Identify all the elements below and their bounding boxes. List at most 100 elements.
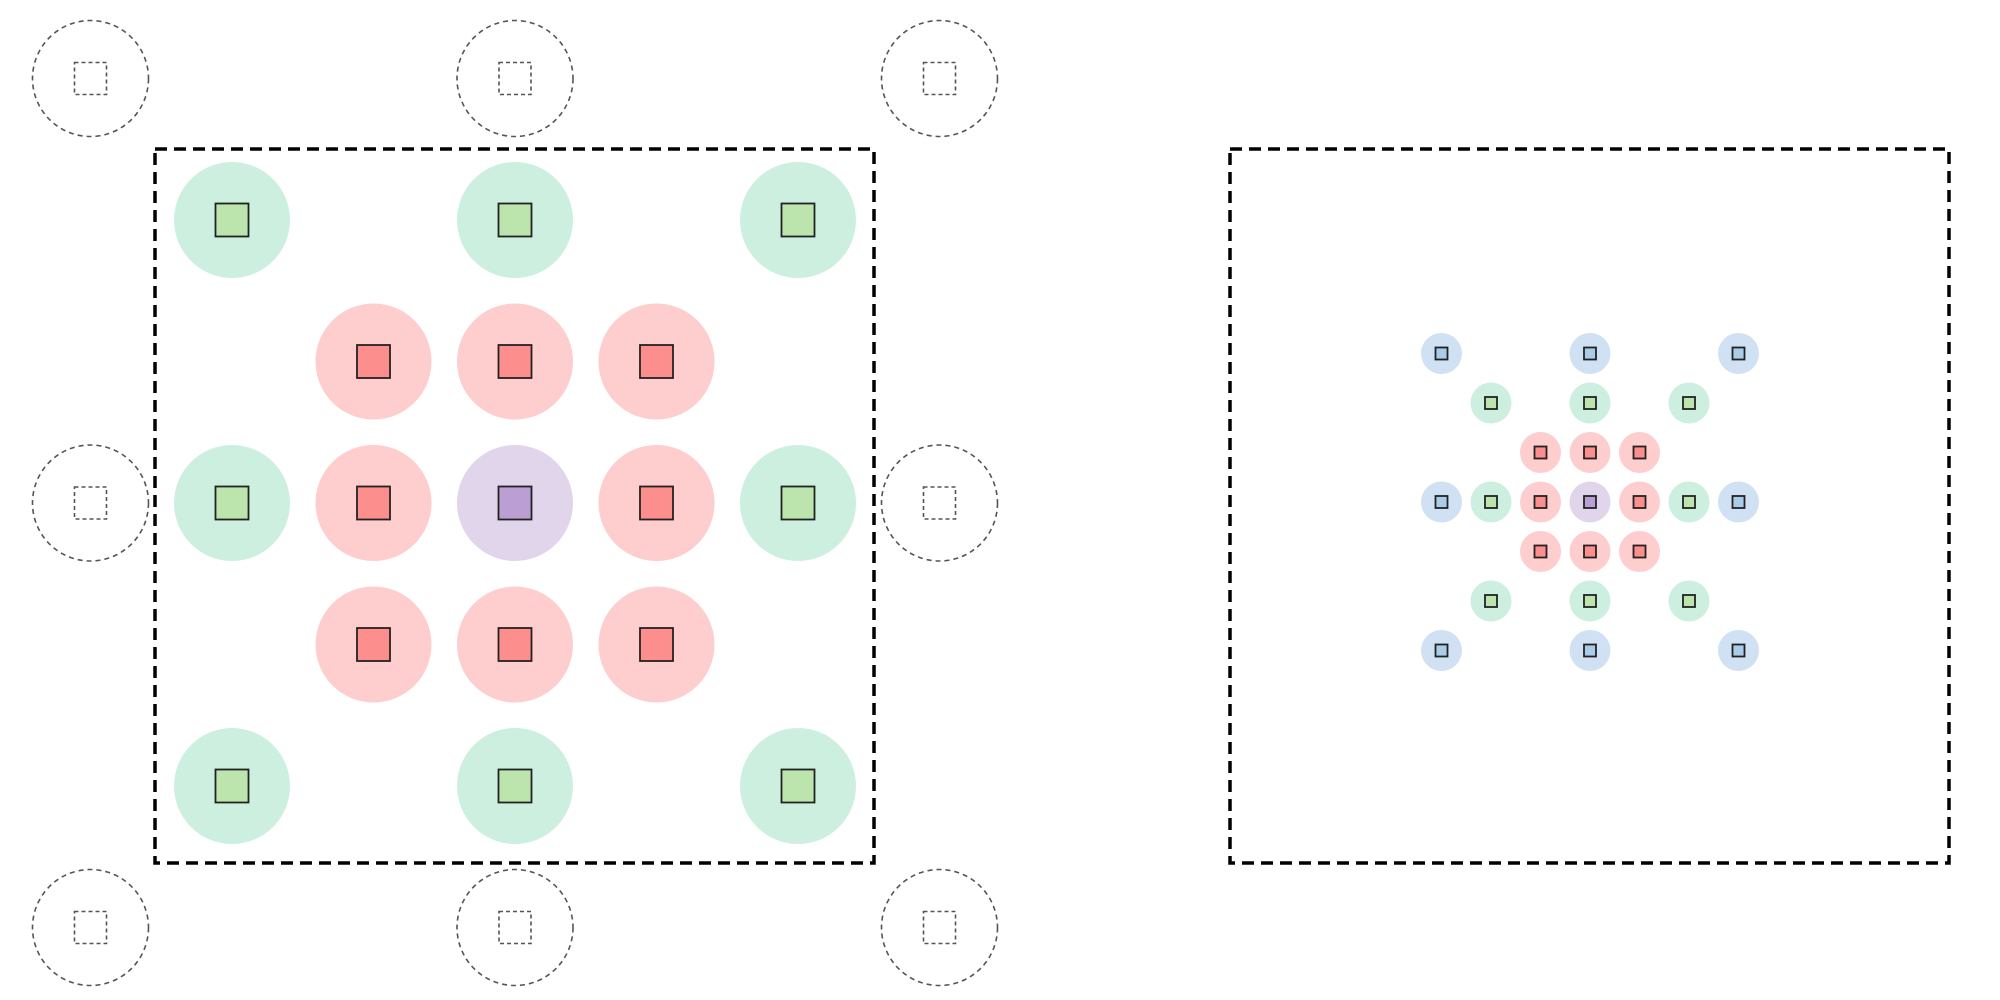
inner-node	[1520, 481, 1561, 523]
ghost-circle	[456, 868, 574, 987]
outer-node	[1421, 333, 1462, 374]
inner-square	[1583, 544, 1597, 559]
ghost-square	[73, 486, 108, 520]
ghost-square	[922, 486, 957, 520]
middle-node	[1569, 382, 1611, 424]
middle-node	[1668, 481, 1710, 523]
ghost-node	[31, 444, 150, 562]
middle-square	[214, 485, 250, 521]
middle-square	[1583, 396, 1597, 410]
ghost-square	[73, 910, 108, 945]
middle-square	[1682, 594, 1696, 608]
center-node	[1569, 481, 1611, 523]
middle-square	[497, 202, 533, 238]
inner-node	[1619, 531, 1660, 572]
inner-node	[315, 586, 432, 703]
ghost-node	[880, 868, 999, 987]
middle-square	[1484, 594, 1498, 608]
ghost-node	[456, 19, 574, 138]
middle-square	[780, 768, 816, 804]
inner-square	[1632, 495, 1647, 509]
inner-square	[639, 627, 674, 662]
outer-node	[1421, 630, 1462, 671]
inner-square	[1533, 495, 1548, 509]
inner-square	[1632, 544, 1647, 559]
outer-square	[1434, 346, 1449, 361]
outer-node	[1569, 630, 1611, 671]
ghost-node	[31, 868, 150, 987]
center-square	[497, 485, 533, 521]
inner-square	[497, 344, 533, 379]
inner-node	[1619, 432, 1660, 473]
ghost-square	[922, 61, 957, 96]
middle-square	[780, 202, 816, 238]
ghost-node	[456, 868, 574, 987]
middle-square	[780, 485, 816, 521]
middle-node	[740, 162, 856, 278]
inner-node	[1569, 432, 1611, 473]
ghost-node	[31, 19, 150, 138]
middle-square	[1484, 495, 1498, 509]
ghost-circle	[31, 19, 150, 138]
middle-node	[1668, 580, 1710, 622]
middle-node	[1470, 382, 1512, 424]
inner-node	[457, 303, 573, 420]
inner-node	[1569, 531, 1611, 572]
outer-node	[1718, 333, 1759, 374]
inner-node	[1520, 432, 1561, 473]
ghost-node	[880, 19, 999, 138]
right-panel	[1228, 147, 1951, 865]
inner-square	[1533, 544, 1548, 559]
inner-square	[497, 627, 533, 662]
middle-square	[1583, 594, 1597, 608]
middle-node	[174, 162, 290, 278]
middle-square	[1682, 495, 1696, 509]
middle-node	[1470, 481, 1512, 523]
outer-square	[1583, 643, 1597, 658]
ghost-circle	[456, 19, 574, 138]
outer-square	[1731, 643, 1746, 658]
ghost-square	[498, 61, 532, 96]
inner-square	[639, 344, 674, 379]
outer-node	[1718, 630, 1759, 671]
inner-node	[598, 586, 715, 703]
inner-node	[1520, 531, 1561, 572]
inner-node	[315, 303, 432, 420]
inner-node	[1619, 481, 1660, 523]
inner-square	[639, 485, 674, 521]
outer-square	[1434, 643, 1449, 658]
middle-node	[1470, 580, 1512, 622]
ghost-square	[498, 910, 532, 945]
ghost-circle	[31, 444, 150, 562]
ghost-circle	[880, 19, 999, 138]
middle-node	[740, 728, 856, 844]
center-square	[1583, 495, 1597, 509]
middle-square	[214, 202, 250, 238]
right-frame	[1228, 147, 1951, 865]
inner-node	[315, 445, 432, 561]
inner-node	[457, 586, 573, 703]
middle-node	[740, 445, 856, 561]
ghost-circle	[880, 868, 999, 987]
outer-square	[1731, 346, 1746, 361]
inner-square	[1583, 445, 1597, 460]
outer-square	[1583, 346, 1597, 361]
middle-square	[497, 768, 533, 804]
inner-square	[1533, 445, 1548, 460]
middle-node	[174, 445, 290, 561]
ghost-circle	[31, 868, 150, 987]
middle-square	[1484, 396, 1498, 410]
middle-node	[1569, 580, 1611, 622]
outer-node	[1718, 481, 1759, 523]
ghost-node	[880, 444, 999, 562]
outer-square	[1731, 495, 1746, 509]
inner-square	[356, 627, 391, 662]
ghost-square	[922, 910, 957, 945]
inner-node	[598, 445, 715, 561]
center-node	[457, 445, 573, 561]
left-panel	[31, 19, 999, 987]
outer-square	[1434, 495, 1449, 509]
outer-node	[1421, 481, 1462, 523]
inner-square	[356, 485, 391, 521]
